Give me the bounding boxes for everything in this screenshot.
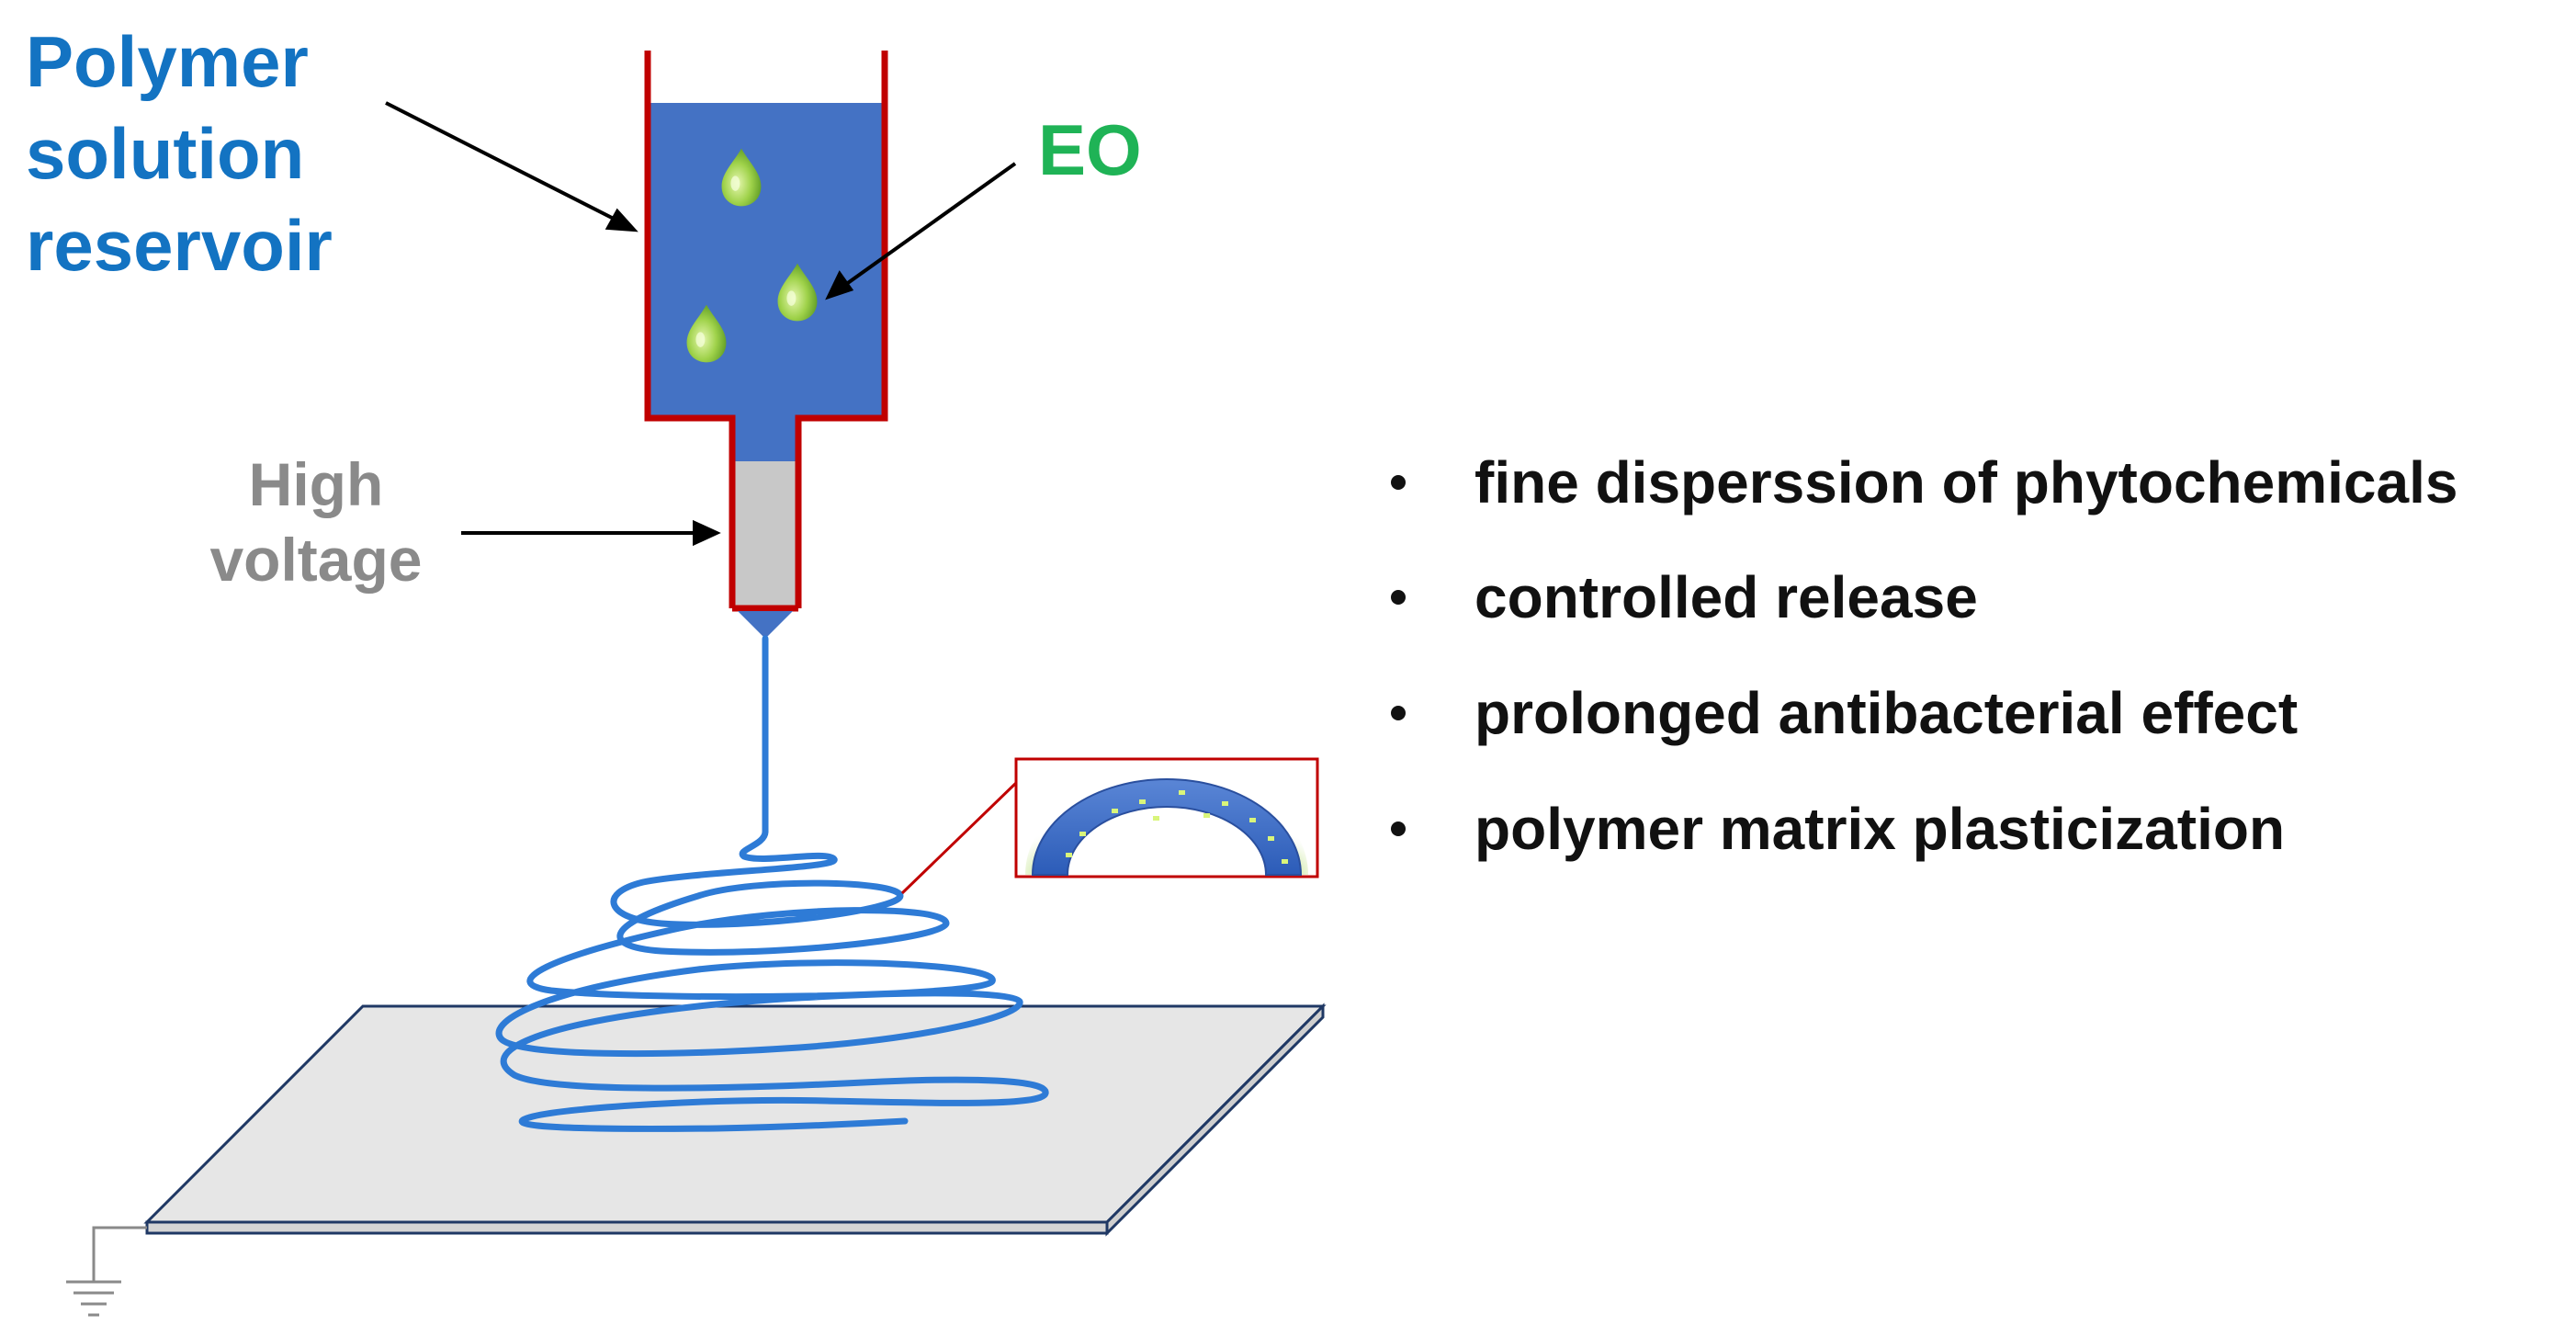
collector-plate <box>143 1003 1327 1237</box>
bullet-dot <box>1391 475 1406 490</box>
benefits-list: fine disperssion of phytochemicals contr… <box>1391 449 2457 862</box>
reservoir-label-line3: reservoir <box>26 205 333 286</box>
voltage-label-line2: voltage <box>209 526 422 594</box>
benefit-item: polymer matrix plasticization <box>1474 796 2285 862</box>
benefit-item: controlled release <box>1474 564 1978 630</box>
bullet-dot <box>1391 821 1406 836</box>
reservoir-label-line2: solution <box>26 113 304 194</box>
polymer-jet-fiber <box>495 635 1049 1132</box>
annotation-arrows <box>385 101 1017 547</box>
ground-symbol-icon <box>66 1226 147 1317</box>
benefit-item: fine disperssion of phytochemicals <box>1474 449 2457 516</box>
reservoir-label-line1: Polymer <box>26 21 309 102</box>
voltage-label-line1: High <box>249 450 384 518</box>
fiber-cross-section-inset <box>900 757 1319 895</box>
benefit-item: prolonged antibacterial effect <box>1474 680 2298 746</box>
polymer-solution-reservoir <box>644 51 888 639</box>
bullet-dot <box>1391 590 1406 605</box>
fiber-cross-section-icon <box>1025 772 1308 876</box>
bullet-dot <box>1391 706 1406 720</box>
eo-label: EO <box>1038 109 1142 190</box>
